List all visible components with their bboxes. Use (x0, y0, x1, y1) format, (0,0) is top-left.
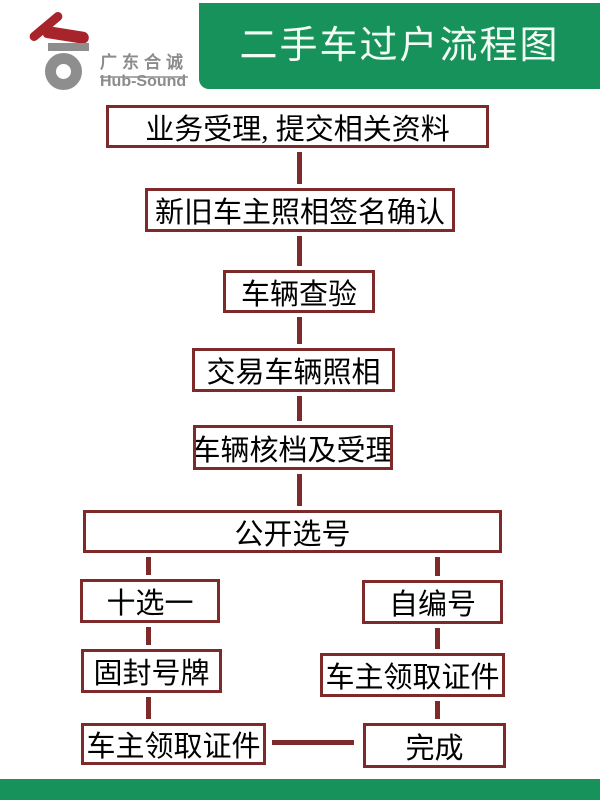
flow-node-business-acceptance: 业务受理, 提交相关资料 (106, 105, 489, 148)
connector-10-12 (435, 701, 440, 719)
connector-2-3 (297, 236, 302, 266)
flow-node-owner-collect-docs-left: 车主领取证件 (81, 723, 266, 765)
connector-5-6 (297, 474, 302, 506)
logo-brush-stroke-right-icon (42, 25, 90, 45)
logo-ring-icon (45, 53, 82, 90)
flow-node-pick-one-of-ten: 十选一 (80, 579, 220, 623)
logo-company-name-en: Hub-Sound (100, 73, 187, 90)
company-logo: 广东合诚 Hub-Sound (0, 0, 200, 100)
connector-6-8 (435, 557, 440, 576)
connector-9-11 (146, 697, 151, 719)
footer-bar (0, 779, 600, 800)
flow-node-vehicle-photo: 交易车辆照相 (192, 348, 395, 392)
flow-node-complete: 完成 (363, 723, 506, 768)
connector-4-5 (297, 396, 302, 421)
flow-node-self-chosen-number: 自编号 (362, 580, 503, 624)
connector-6-7 (146, 557, 151, 575)
connector-8-10 (435, 628, 440, 649)
title-banner: 二手车过户流程图 (199, 3, 600, 89)
connector-11-12 (272, 740, 354, 745)
flow-node-seal-license-plate: 固封号牌 (81, 649, 222, 693)
logo-company-name-cn: 广东合诚 (100, 48, 188, 78)
flow-node-file-check-acceptance: 车辆核档及受理 (193, 425, 393, 470)
connector-3-4 (297, 317, 302, 344)
flow-node-public-number-pick: 公开选号 (83, 510, 502, 553)
connector-7-9 (146, 627, 151, 645)
logo-bar-icon (48, 43, 89, 51)
flow-node-owner-photo-signature: 新旧车主照相签名确认 (145, 188, 455, 232)
connector-1-2 (297, 152, 302, 184)
flow-node-vehicle-inspection: 车辆查验 (223, 270, 375, 313)
flow-node-owner-collect-docs-right: 车主领取证件 (320, 653, 505, 697)
page-title: 二手车过户流程图 (239, 25, 560, 67)
